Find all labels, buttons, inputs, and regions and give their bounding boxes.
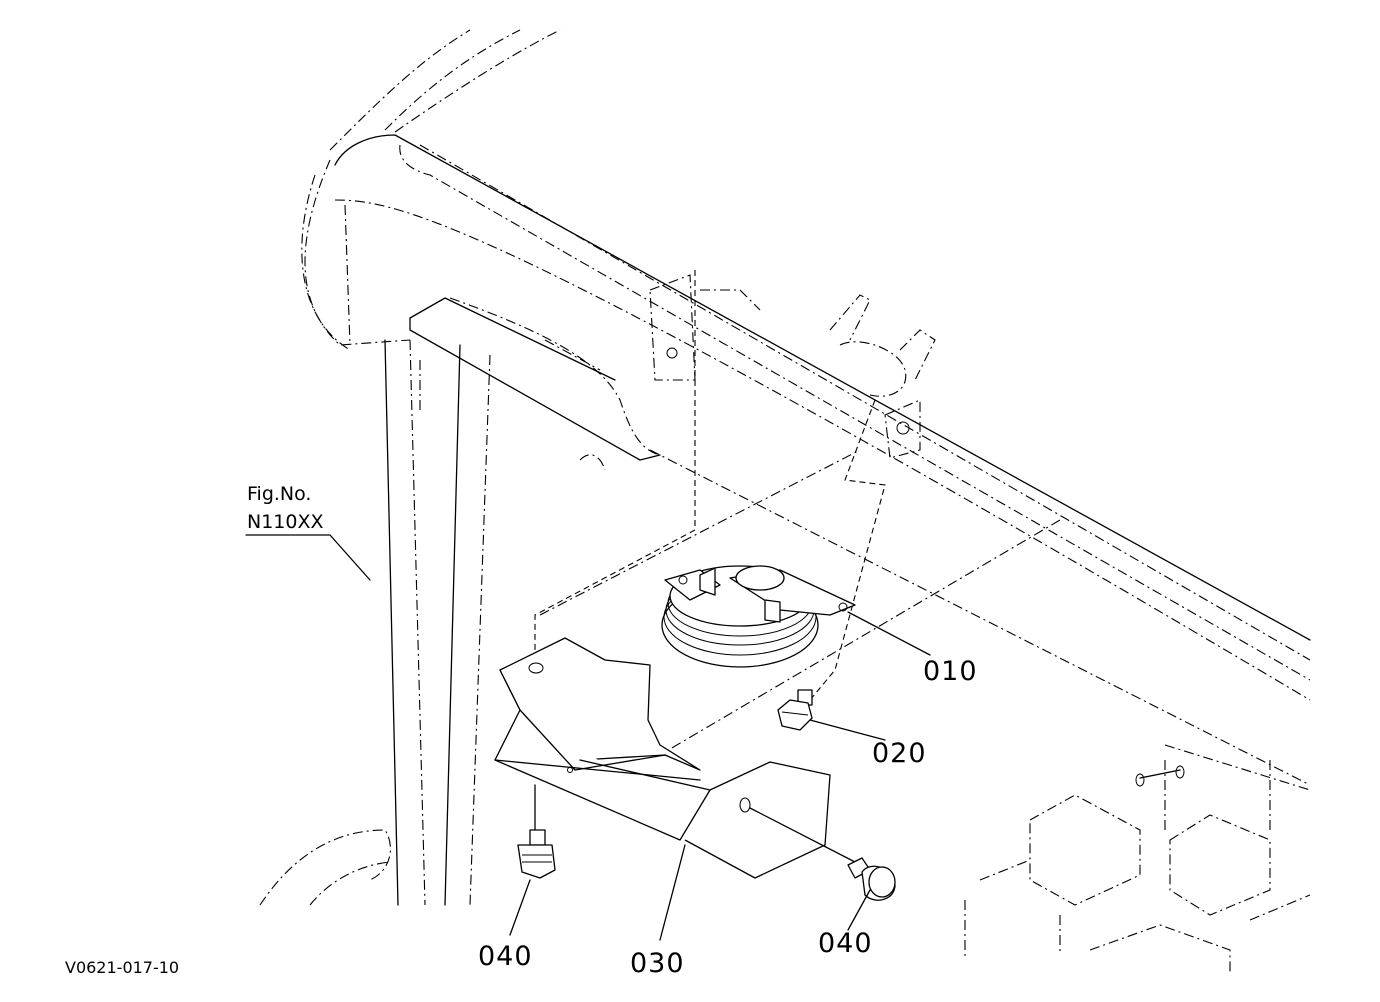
callout-040-right: 040 [818,928,873,959]
drawing-code: V0621-017-10 [65,958,179,977]
horn-part-010 [661,565,856,668]
bolt-part-040-left [517,784,556,879]
callout-020: 020 [872,738,927,769]
nut-part-020 [777,689,813,731]
bracket-leader-line [534,270,696,665]
mount-leader-line [809,399,886,701]
machine-frame-phantom [259,29,1311,975]
callout-030: 030 [630,948,685,979]
callout-leaders [245,534,931,941]
callout-040-left: 040 [478,941,533,972]
fig-number: N110XX [247,511,324,533]
callout-010: 010 [923,656,978,687]
bolt-part-040-right [749,807,896,901]
bracket-part-030 [494,637,831,879]
fig-no-label: Fig.No. [247,483,311,505]
